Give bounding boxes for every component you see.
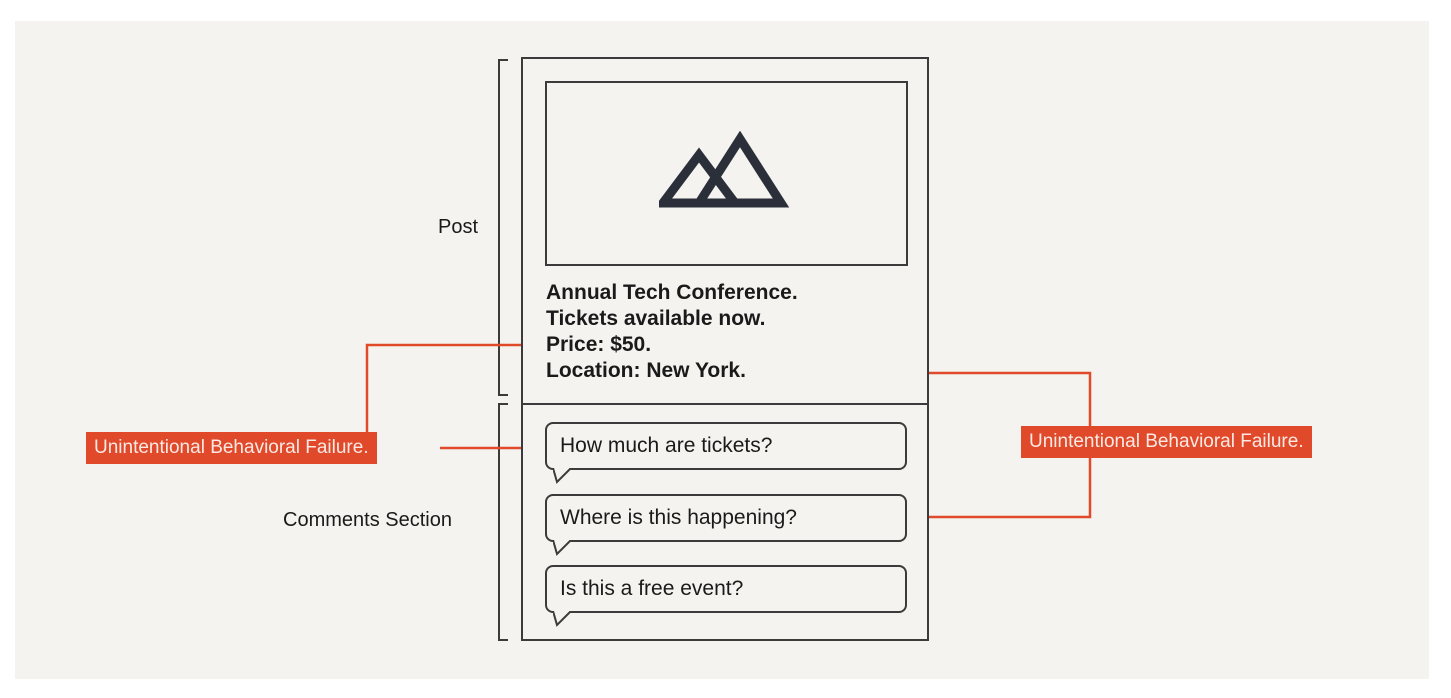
- post-card: Annual Tech Conference. Tickets availabl…: [521, 57, 929, 641]
- post-title: Annual Tech Conference.: [546, 281, 798, 304]
- speech-tail-icon: [553, 540, 572, 556]
- comment-bubble: Where is this happening?: [545, 494, 907, 556]
- speech-tail-icon: [553, 611, 572, 627]
- post-bracket: [498, 59, 508, 396]
- speech-tail-icon: [553, 468, 572, 484]
- post-price-line: Price: $50.: [546, 333, 652, 356]
- comment-text: Is this a free event?: [560, 577, 744, 600]
- post-tickets-line: Tickets available now.: [546, 307, 766, 330]
- mountain-icon: [659, 131, 790, 208]
- post-location-line: Location: New York.: [546, 359, 746, 382]
- post-label: Post: [438, 216, 479, 238]
- left-failure-callout: Unintentional Behavioral Failure.: [86, 432, 377, 464]
- comment-text: How much are tickets?: [560, 434, 773, 457]
- comments-bracket: [498, 403, 508, 641]
- post-comments-divider: [523, 403, 927, 405]
- post-text: Annual Tech Conference. Tickets availabl…: [546, 280, 906, 384]
- post-image-placeholder: [545, 81, 908, 266]
- comment-text: Where is this happening?: [560, 506, 797, 529]
- arrow-to-price: [365, 339, 540, 433]
- comments-section-label: Comments Section: [283, 509, 452, 531]
- comment-bubble: Is this a free event?: [545, 565, 907, 627]
- comment-bubble: How much are tickets?: [545, 422, 907, 484]
- right-failure-callout: Unintentional Behavioral Failure.: [1021, 426, 1312, 458]
